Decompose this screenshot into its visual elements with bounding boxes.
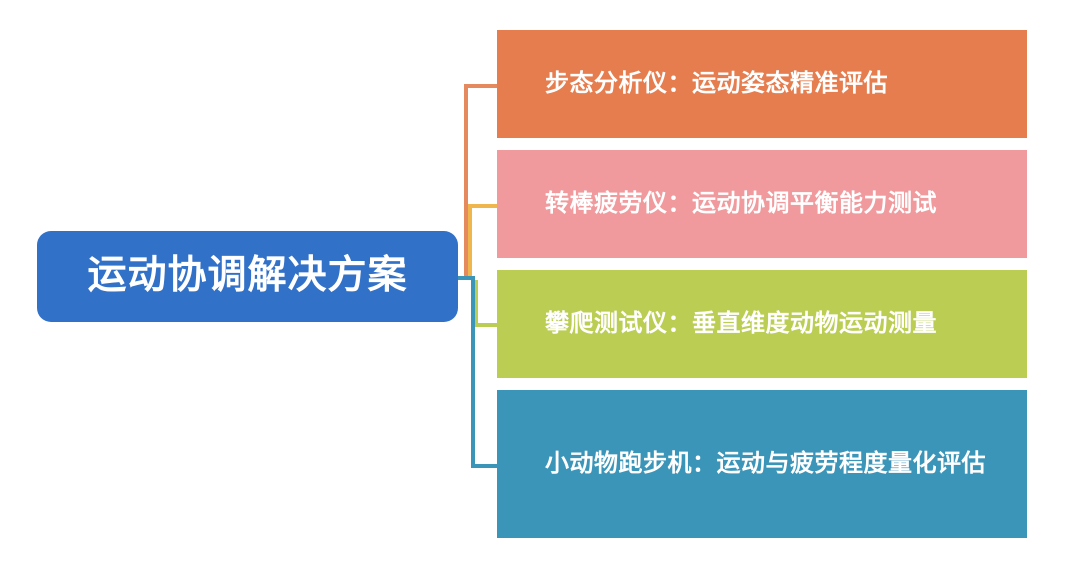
connector-branch-2 bbox=[474, 280, 497, 327]
connector-branch-1 bbox=[468, 204, 497, 279]
branch-node-label: 攀爬测试仪：垂直维度动物运动测量 bbox=[545, 309, 937, 337]
root-node-label: 运动协调解决方案 bbox=[87, 254, 408, 298]
branch-node-label: 小动物跑步机：运动与疲劳程度量化评估 bbox=[545, 449, 986, 477]
connector-branch-3 bbox=[458, 276, 497, 468]
branch-node-label: 转棒疲劳仪：运动协调平衡能力测试 bbox=[545, 189, 937, 217]
branch-node-gait-analyzer[interactable]: 步态分析仪：运动姿态精准评估 bbox=[497, 30, 1027, 138]
connector-branch-0 bbox=[464, 84, 497, 278]
root-node[interactable]: 运动协调解决方案 bbox=[37, 231, 458, 322]
branch-node-climbing-tester[interactable]: 攀爬测试仪：垂直维度动物运动测量 bbox=[497, 270, 1027, 378]
branch-node-treadmill[interactable]: 小动物跑步机：运动与疲劳程度量化评估 bbox=[497, 390, 1027, 538]
branch-node-label: 步态分析仪：运动姿态精准评估 bbox=[545, 69, 888, 97]
branch-node-rotarod[interactable]: 转棒疲劳仪：运动协调平衡能力测试 bbox=[497, 150, 1027, 258]
